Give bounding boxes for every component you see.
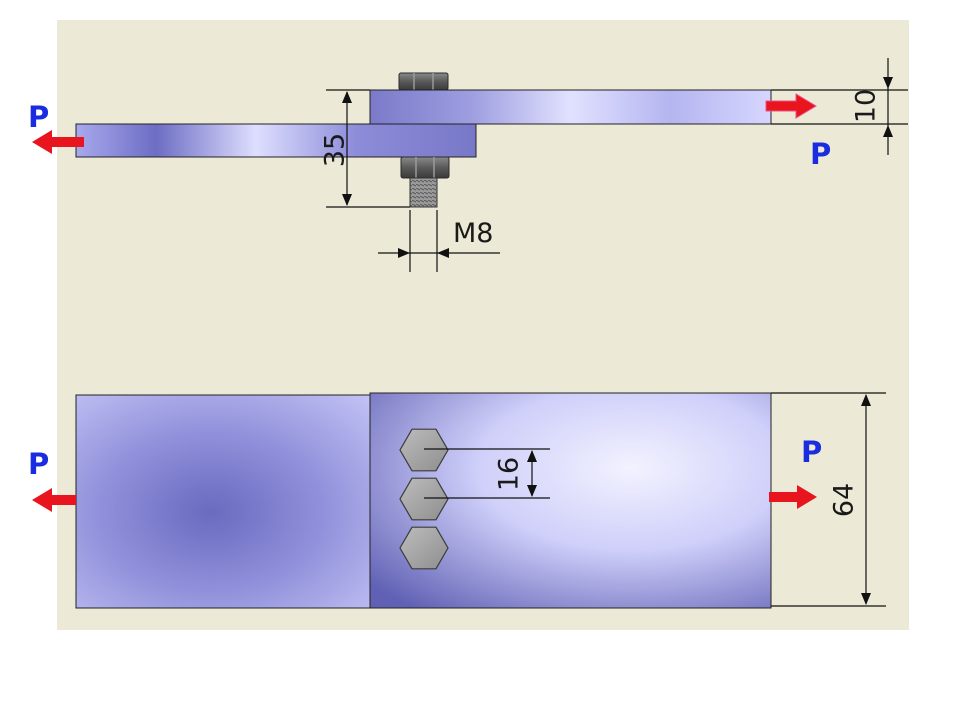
load-label-top-right: P <box>801 435 822 469</box>
top-left-plate <box>75 394 377 609</box>
bolt-head-side <box>398 72 449 91</box>
dimension-label-64: 64 <box>829 483 860 517</box>
side-view: 35 10 M8 P P <box>28 58 908 272</box>
arrow-icon <box>765 93 817 119</box>
bolt-group <box>399 428 449 570</box>
top-view: 16 64 P P <box>28 392 886 609</box>
hex-bolt-icon <box>399 428 449 472</box>
bolt-thread <box>409 177 438 208</box>
hex-bolt-icon <box>399 477 449 521</box>
side-right-plate <box>369 89 772 125</box>
load-label-side-right: P <box>810 137 831 171</box>
dimension-bolt-thread: M8 <box>378 210 500 272</box>
dimension-plate-width: 64 <box>771 392 886 607</box>
dimension-label-35: 35 <box>320 133 351 167</box>
arrow-icon <box>32 488 76 512</box>
dimension-label-m8: M8 <box>453 218 493 249</box>
hex-bolt-icon <box>399 526 449 570</box>
arrow-icon <box>769 485 817 509</box>
dimension-label-10: 10 <box>851 89 882 123</box>
dimension-label-16: 16 <box>494 457 525 491</box>
nut-side <box>400 156 450 179</box>
side-left-plate <box>75 123 477 158</box>
dimension-plate-thickness: 10 <box>771 58 908 155</box>
arrow-icon <box>32 130 84 154</box>
load-label-top-left: P <box>28 447 49 481</box>
dimension-joint-height: 35 <box>320 89 410 208</box>
load-label-side-left: P <box>28 100 49 134</box>
dimension-bolt-pitch: 16 <box>424 448 550 499</box>
